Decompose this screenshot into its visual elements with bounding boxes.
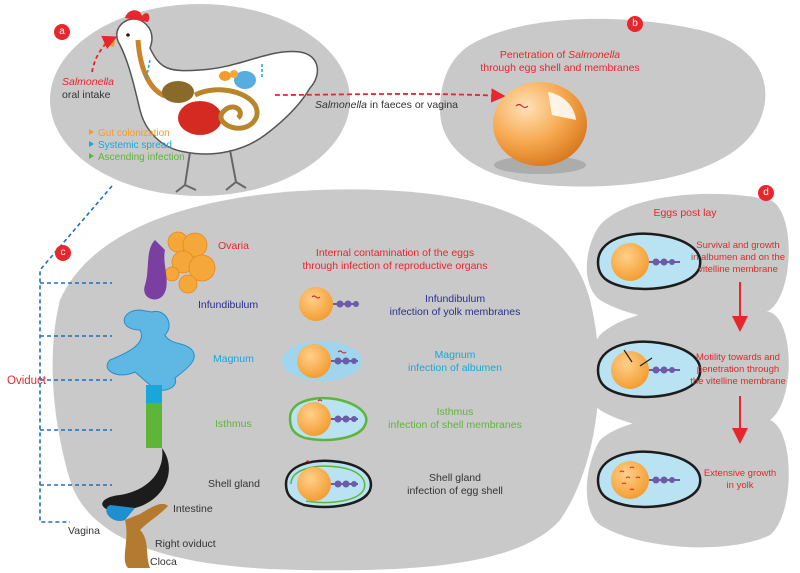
organ-infundibulum: Infundibulum — [198, 299, 259, 311]
egg-row-magnum — [282, 341, 362, 381]
badge-b: b — [627, 16, 643, 32]
oviduct-illustration — [102, 231, 216, 568]
egg-row-isthmus — [288, 396, 368, 442]
faeces-label: Salmonella in faeces or vagina — [315, 99, 459, 111]
intestine-label: Intestine — [173, 503, 213, 515]
organ-isthmus: Isthmus — [215, 418, 252, 430]
step-1-line1: Survival and growth — [696, 240, 780, 251]
vagina-label: Vagina — [68, 525, 100, 537]
hen-illustration — [102, 10, 319, 193]
egg-b — [493, 82, 587, 166]
oral-intake-label: oral intake — [62, 89, 111, 101]
row-magnum-detail: infection of albumen — [408, 362, 502, 374]
row-isthmus-detail: infection of shell membranes — [388, 419, 522, 431]
step-3-line1: Extensive growth — [703, 468, 777, 479]
step-3-line2: in yolk — [726, 480, 754, 491]
egg-row-shell-gland — [284, 459, 373, 509]
panel-b-line2: through egg shell and membranes — [480, 62, 640, 74]
ovaria-label: Ovaria — [218, 240, 249, 252]
egg-row-infundibulum — [299, 287, 359, 321]
row-isthmus-title: Isthmus — [436, 406, 474, 418]
panel-d-title: Eggs post lay — [653, 207, 717, 219]
oral-intake-arrow — [91, 35, 118, 73]
oviduct-connectors — [39, 185, 113, 523]
step-2-line2: penetration through — [696, 364, 780, 375]
step-2-line1: Motility towards and — [696, 352, 780, 363]
oviduct-label: Oviduct — [7, 375, 46, 387]
step-1-line3: vitelline membrane — [698, 264, 778, 275]
organ-magnum: Magnum — [213, 353, 254, 365]
panel-c-header-line1: Internal contamination of the eggs — [315, 247, 475, 259]
legend-ascending-infection: Ascending infection — [89, 152, 185, 164]
salmonella-label: Salmonella — [62, 76, 114, 88]
legend-systemic-spread: Systemic spread — [89, 140, 172, 152]
row-shell-gland-title: Shell gland — [429, 472, 481, 484]
step-1-line2: in albumen and on the — [690, 252, 786, 263]
row-infundibulum-detail: infection of yolk membranes — [389, 306, 521, 318]
egg-d-2 — [596, 340, 702, 399]
egg-d-3 — [596, 450, 702, 509]
legend-gut-colonization: Gut colonization — [89, 128, 170, 140]
panel-c-header-line2: through infection of reproductive organs — [302, 260, 488, 272]
egg-d-1 — [596, 232, 702, 291]
cloca-label: Cloca — [150, 556, 177, 568]
panel-b-line1: Penetration of Salmonella — [499, 49, 621, 61]
row-shell-gland-detail: infection of egg shell — [407, 485, 503, 497]
row-magnum-title: Magnum — [434, 349, 476, 361]
faeces-arrow — [274, 88, 506, 103]
badge-c: c — [55, 245, 71, 261]
badge-d: d — [758, 185, 774, 201]
organ-shell-gland: Shell gland — [208, 478, 260, 490]
panel-b-background — [440, 18, 766, 187]
badge-a: a — [54, 24, 70, 40]
right-oviduct-label: Right oviduct — [155, 538, 216, 550]
step-2-line3: the vitelline membrane — [690, 376, 786, 387]
row-infundibulum-title: Infundibulum — [424, 293, 486, 305]
